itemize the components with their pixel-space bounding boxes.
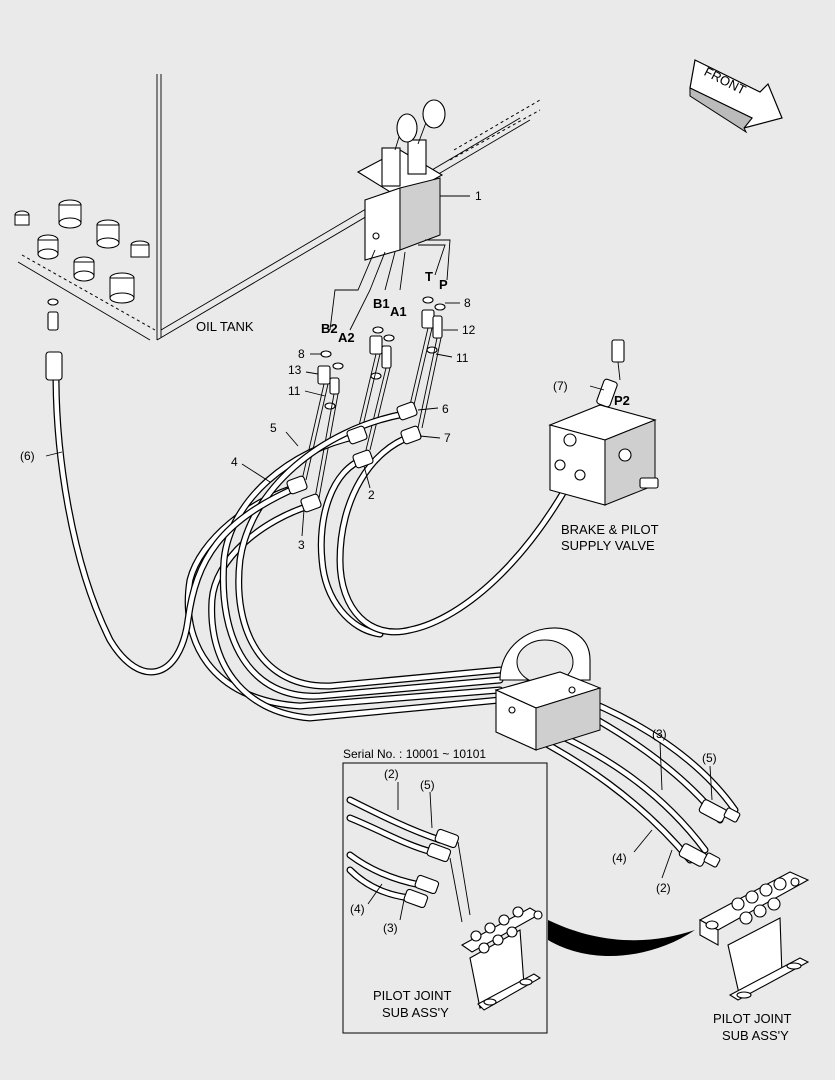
inset-callout-4: (4) (350, 902, 365, 916)
callout-11-right: 11 (456, 351, 469, 365)
callout-3: 3 (298, 538, 305, 552)
port-p: P (439, 277, 448, 292)
inset-panel: Serial No. : 10001 ~ 10101 (342, 747, 548, 1034)
callout-13: 13 (288, 363, 302, 377)
callout-8-left: 8 (298, 347, 305, 361)
hose-fittings (45, 298, 422, 513)
callout-2-paren-right: (2) (656, 881, 671, 895)
port-a1: A1 (390, 304, 407, 319)
inset-hoses (346, 796, 444, 902)
right-hose-fittings (678, 799, 741, 868)
callout-11-left: 11 (288, 384, 301, 398)
port-t: T (425, 269, 433, 284)
callout-5: 5 (270, 421, 277, 435)
inset-pointer (548, 920, 695, 957)
port-leaders (329, 239, 451, 331)
port-b1: B1 (373, 296, 390, 311)
callout-7: 7 (444, 431, 451, 445)
oil-tank-label: OIL TANK (196, 319, 254, 334)
inset-callout-3: (3) (383, 921, 398, 935)
inset-pilot-joint-label-1: PILOT JOINT (373, 988, 452, 1003)
port-fittings (317, 296, 446, 410)
inset-callout-2: (2) (384, 767, 399, 781)
inset-fittings (403, 828, 471, 923)
serial-label: Serial No. : 10001 ~ 10101 (343, 747, 486, 761)
brake-valve-label-2: SUPPLY VALVE (561, 538, 655, 553)
port-p2: P2 (614, 393, 630, 408)
callout-7-paren: (7) (553, 379, 568, 393)
oil-tank: OIL TANK (14, 74, 541, 341)
callout-6-paren: (6) (20, 449, 35, 463)
callout-1: 1 (475, 189, 482, 203)
callout-6: 6 (442, 402, 449, 416)
pilot-joint-right-nipples (731, 877, 787, 925)
pilot-joint-label-2: SUB ASS'Y (722, 1028, 789, 1043)
tank-bolts (14, 199, 150, 304)
port-a2: A2 (338, 330, 355, 345)
callout-12: 12 (462, 323, 476, 337)
inset-pilot-joint-label-2: SUB ASS'Y (382, 1005, 449, 1020)
remote-control-valve: 1 (356, 99, 482, 261)
front-arrow: FRONT (689, 59, 783, 134)
callout-8-right: 8 (464, 296, 471, 310)
inset-callout-5: (5) (420, 778, 435, 792)
port-b2: B2 (321, 321, 338, 336)
callout-4-paren-right: (4) (612, 851, 627, 865)
pilot-joint-label-1: PILOT JOINT (713, 1011, 792, 1026)
brake-valve-label-1: BRAKE & PILOT (561, 522, 659, 537)
callout-3-paren-right: (3) (652, 727, 667, 741)
callout-2: 2 (368, 488, 375, 502)
brake-pilot-supply-valve: (7) P2 BRAKE & PILOT SUPPLY VALVE (548, 339, 659, 553)
callout-4: 4 (231, 455, 238, 469)
port-tubes (301, 327, 442, 499)
hose-bracket (494, 627, 602, 751)
inset-pilot-joint (460, 906, 543, 1011)
pilot-joint-right: PILOT JOINT SUB ASS'Y (698, 871, 810, 1043)
callout-5-paren-right: (5) (702, 751, 717, 765)
